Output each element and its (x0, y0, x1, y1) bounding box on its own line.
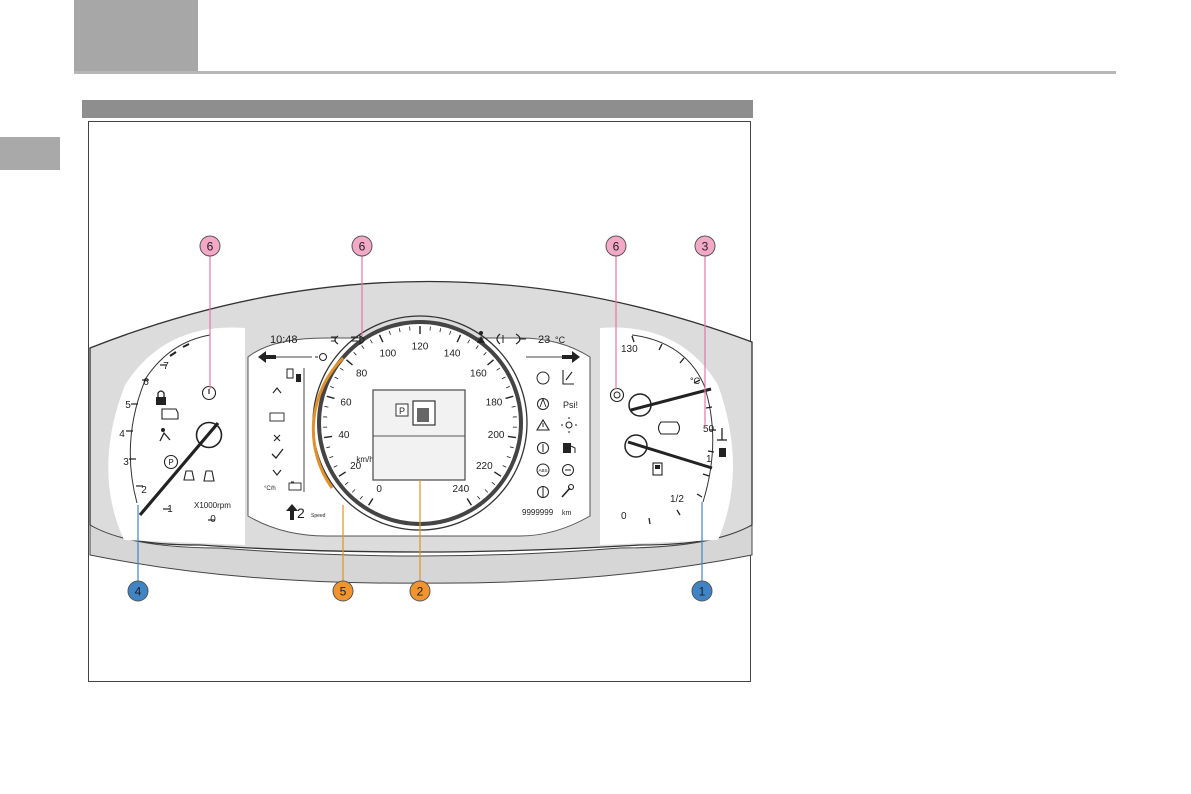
callout-number: 6 (359, 240, 366, 254)
tachometer-tick-label: 7 (163, 361, 169, 372)
tachometer-unit: X1000rpm (194, 501, 231, 510)
gear-position-label: P (399, 406, 405, 416)
shift-lever-icon (413, 401, 435, 425)
tachometer-tick-label: 5 (125, 400, 131, 411)
tachometer-tick-label: 1 (167, 504, 173, 515)
callout-number: 4 (135, 585, 142, 599)
outside-temp: 23 (538, 334, 550, 346)
callout-number: 6 (207, 240, 214, 254)
fuel-half-label: 1/2 (670, 494, 684, 505)
callout-number: 6 (613, 240, 620, 254)
callout-number: 5 (340, 585, 347, 599)
callout-number: 3 (702, 240, 709, 254)
speedometer-unit: km/h (356, 455, 373, 464)
parking-brake-label: P (168, 458, 173, 467)
gear-indicator: 2 (297, 505, 305, 521)
odometer: 9999999 (522, 508, 554, 517)
temp-high-label: 130 (621, 344, 638, 355)
tachometer-tick-label: 0 (210, 514, 216, 525)
odometer-unit: km (562, 510, 572, 517)
speedometer-tick-label: 120 (412, 342, 429, 353)
speedometer-tick-label: 240 (452, 484, 469, 495)
speedometer-tick-label: 220 (476, 461, 493, 472)
fuel-empty-label: 0 (621, 511, 627, 522)
speedometer-tick-label: 180 (486, 397, 503, 408)
speedometer-tick-label: 200 (488, 430, 505, 441)
speedometer-tick-label: 40 (338, 430, 350, 441)
tire-pressure-label: Psi! (563, 400, 578, 410)
speedometer-tick-label: 0 (376, 484, 382, 495)
gear-caption: Speed (311, 513, 326, 519)
speedometer-tick-label: 60 (340, 397, 352, 408)
fuel-full-label: 1 (706, 454, 712, 465)
speedometer-tick-label: 160 (470, 368, 487, 379)
clock: 10:48 (270, 334, 298, 346)
outside-temp-unit: °C (555, 335, 566, 345)
temp-unit-label: °C (690, 376, 701, 386)
tachometer-tick-label: 2 (141, 485, 147, 496)
tachometer-tick-label: 6 (143, 377, 149, 388)
tachometer-tick-label: 3 (123, 457, 129, 468)
callout-number: 2 (417, 585, 424, 599)
tachometer-tick-label: 4 (119, 429, 125, 440)
speedometer-tick-label: 80 (356, 368, 368, 379)
speedometer-tick-label: 140 (444, 349, 461, 360)
fuel-pump-icon (719, 448, 726, 457)
abs-warning-label: ABS (538, 468, 547, 473)
callout-number: 1 (699, 585, 706, 599)
temperature-label: °C/h (264, 486, 276, 492)
speedometer-tick-label: 100 (380, 349, 397, 360)
